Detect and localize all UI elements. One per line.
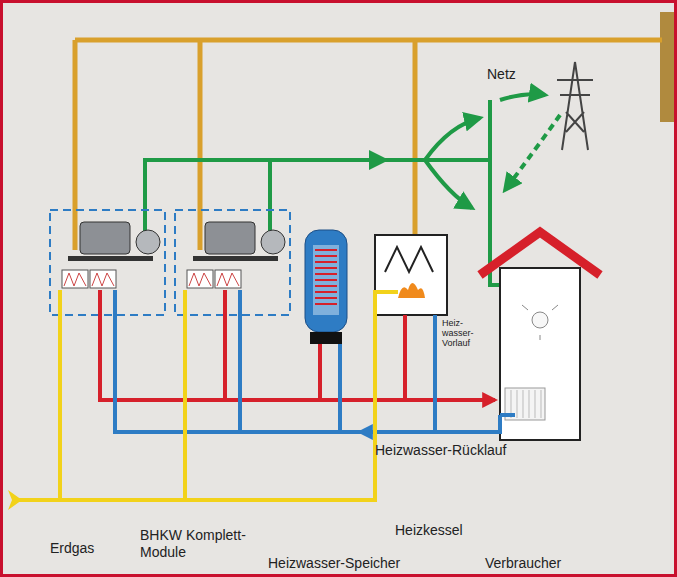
house: [480, 232, 600, 440]
grid-label: Netz: [487, 66, 516, 83]
exhaust-lines: [75, 40, 662, 250]
power-lines: [145, 94, 560, 318]
module-label: BHKW Komplett- Module: [140, 527, 268, 561]
flow-label: Heiz- wasser- Vorlauf: [442, 318, 474, 348]
consumer-label: Verbraucher: [485, 555, 561, 572]
storage-tank: [305, 230, 347, 344]
chimney: [660, 12, 674, 122]
boiler-label: Heizkessel: [395, 522, 463, 539]
return-lines: [115, 290, 515, 432]
power-pylon: [557, 62, 593, 150]
chp-module: [175, 210, 290, 315]
tank-label: Heizwasser-Speicher: [268, 555, 400, 572]
chp-module: [50, 210, 165, 315]
boiler: [375, 235, 447, 315]
gas-inlet-arrow: [8, 490, 22, 510]
return-label: Heizwasser-Rücklauf: [375, 442, 506, 459]
gas-label: Erdgas: [50, 540, 94, 557]
gas-lines: [18, 290, 398, 500]
